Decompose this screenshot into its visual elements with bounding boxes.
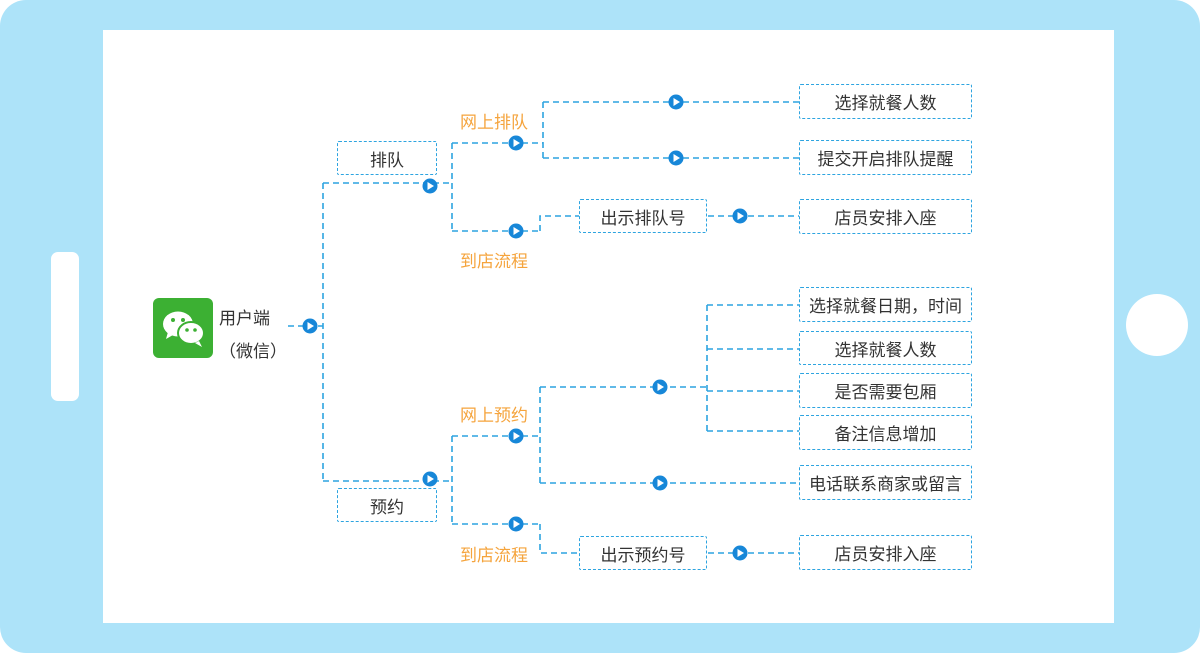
arrow-node-icon (652, 379, 668, 395)
node-queue-result: 店员安排入座 (799, 199, 972, 234)
arrow-node-icon (422, 178, 438, 194)
arrow-nodes (302, 94, 748, 561)
arrow-node-icon (508, 516, 524, 532)
arrow-node-icon (422, 471, 438, 487)
arrow-node-icon (508, 223, 524, 239)
node-queue: 排队 (337, 141, 437, 175)
node-reserve-alt: 电话联系商家或留言 (799, 465, 972, 500)
node-reserve-result: 店员安排入座 (799, 535, 972, 570)
wechat-icon (153, 298, 213, 358)
arrow-node-icon (668, 150, 684, 166)
arrow-node-icon (508, 135, 524, 151)
node-reserve: 预约 (337, 488, 437, 522)
arrow-node-icon (508, 428, 524, 444)
node-reserve-instore-step: 出示预约号 (579, 536, 707, 570)
arrow-node-icon (668, 94, 684, 110)
root-app-name: 用户端 (219, 309, 270, 329)
node-reserve-step: 选择就餐日期，时间 (799, 287, 972, 322)
node-reserve-step: 备注信息增加 (799, 415, 972, 450)
label-reserve-instore: 到店流程 (460, 546, 528, 566)
label-queue-online: 网上排队 (460, 113, 528, 133)
tablet-side-button (51, 252, 79, 401)
node-reserve-step: 是否需要包厢 (799, 373, 972, 408)
root-app-subtitle: （微信） (219, 342, 287, 362)
arrow-node-icon (302, 318, 318, 334)
arrow-node-icon (732, 545, 748, 561)
node-queue-step: 提交开启排队提醒 (799, 140, 972, 175)
arrow-node-icon (652, 475, 668, 491)
label-reserve-online: 网上预约 (460, 406, 528, 426)
screen-canvas (103, 30, 1114, 623)
connector-reserve-instore-step (539, 524, 580, 554)
tablet-home-button (1126, 294, 1188, 356)
arrow-node-icon (732, 208, 748, 224)
node-queue-step: 选择就餐人数 (799, 84, 972, 119)
connector-queue-instore-step (539, 215, 580, 231)
node-queue-instore-step: 出示排队号 (579, 199, 707, 233)
label-queue-instore: 到店流程 (460, 252, 528, 272)
node-reserve-step: 选择就餐人数 (799, 331, 972, 365)
